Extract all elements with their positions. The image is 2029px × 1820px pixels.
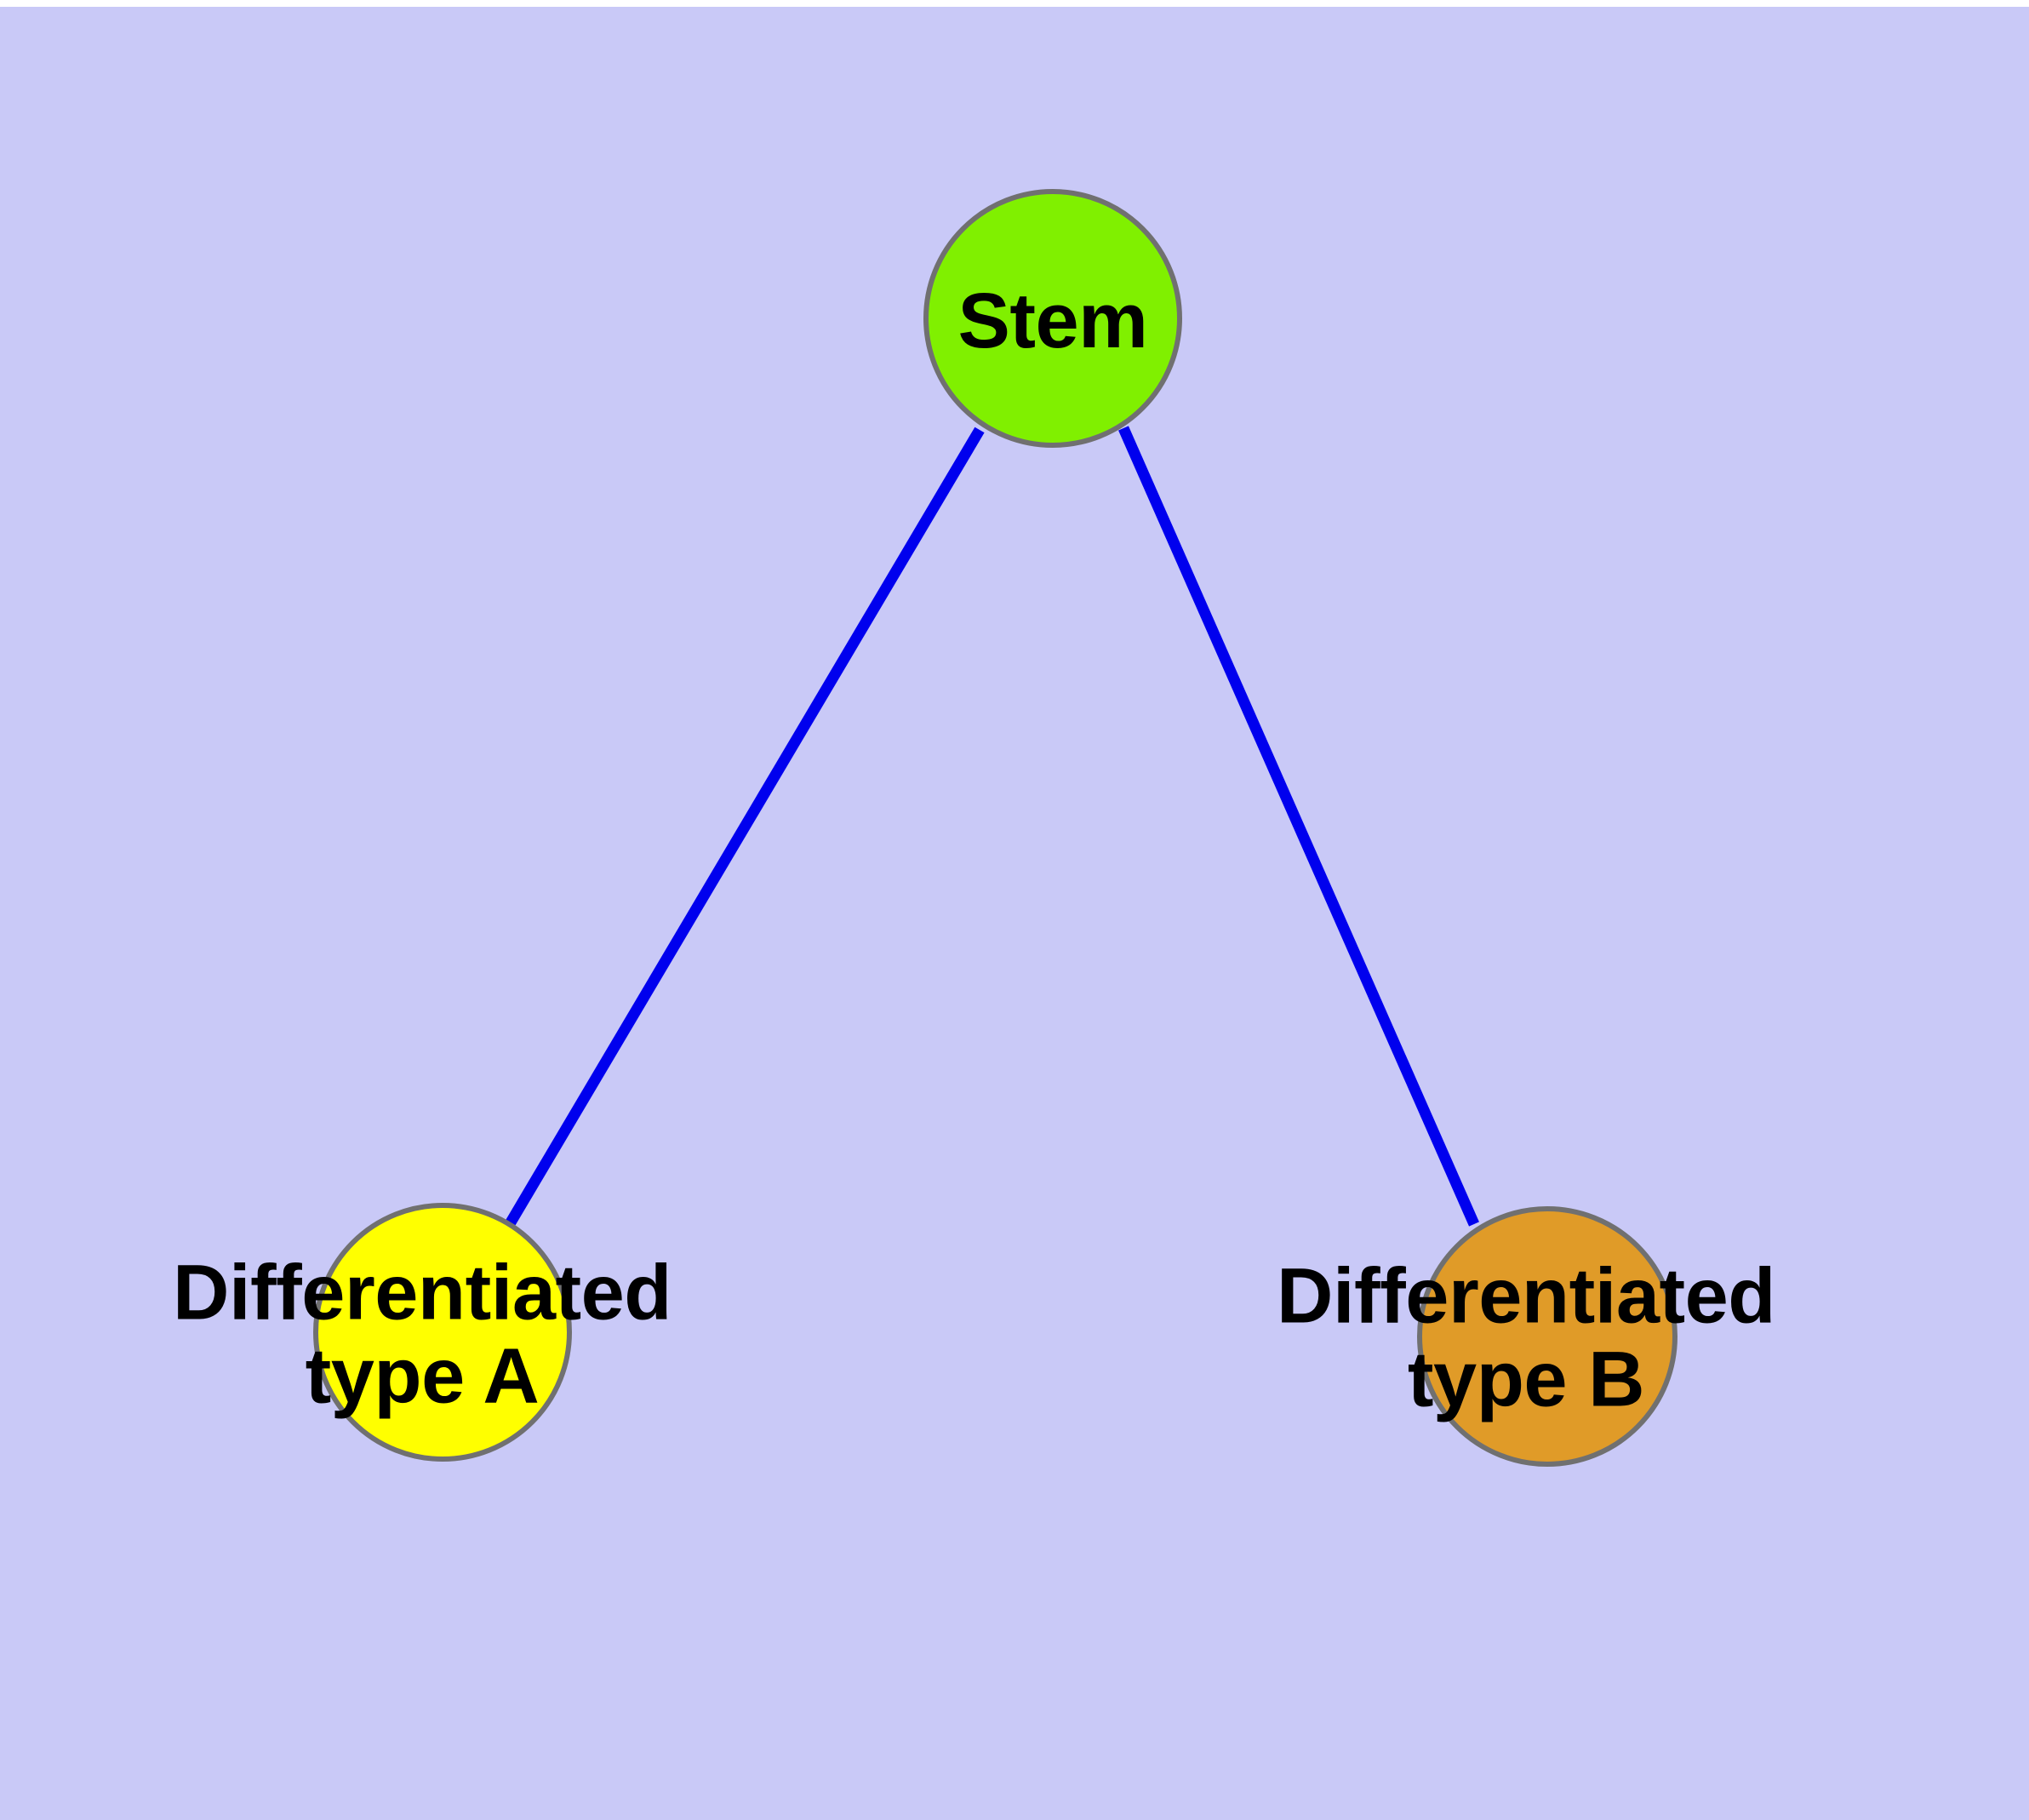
- node-label-line: Stem: [957, 278, 1148, 365]
- node-label-line: Differentiated: [1277, 1252, 1775, 1340]
- node-label-stem: Stem: [958, 280, 1148, 363]
- edge-stem-to-differentiated-type-a: [506, 426, 985, 1226]
- node-label-line: type A: [305, 1332, 540, 1419]
- node-stem[interactable]: [923, 189, 1182, 448]
- node-label-line: Differentiated: [173, 1249, 672, 1336]
- node-differentiated-type-a[interactable]: [313, 1203, 572, 1462]
- edge-stem-to-differentiated-type-b: [1118, 426, 1479, 1227]
- node-differentiated-type-b[interactable]: [1417, 1206, 1677, 1467]
- node-label-line: type B: [1407, 1336, 1645, 1422]
